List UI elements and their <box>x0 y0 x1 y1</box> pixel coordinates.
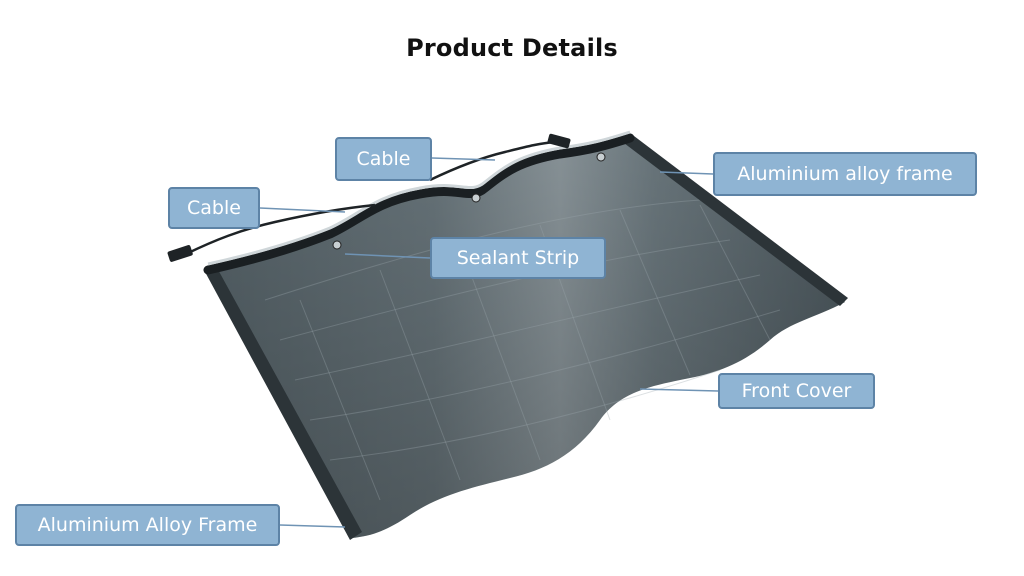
label-sealant-strip: Sealant Strip <box>430 237 606 279</box>
cable-top <box>429 140 557 182</box>
left-frame <box>204 266 362 540</box>
screw-dot <box>332 240 342 250</box>
label-cable-top: Cable <box>335 137 432 181</box>
cable-left <box>185 203 376 256</box>
leader-cable-left <box>259 207 346 213</box>
screw-dot <box>471 193 481 203</box>
leader-sealant <box>344 253 431 259</box>
screw-dot <box>596 152 606 162</box>
label-front-cover: Front Cover <box>718 373 875 409</box>
leader-alu-frame-bottom <box>279 524 346 528</box>
leader-cable-top <box>431 157 496 161</box>
leader-front-cover <box>639 388 719 392</box>
label-cable-left: Cable <box>168 187 260 229</box>
label-aluminium-frame-top: Aluminium alloy frame <box>713 152 977 196</box>
page-title: Product Details <box>406 34 618 62</box>
connector-top <box>547 133 571 149</box>
connector-left <box>167 245 193 262</box>
front-cover-shade <box>212 142 845 538</box>
leader-alu-frame <box>659 171 714 175</box>
label-aluminium-frame-bottom: Aluminium Alloy Frame <box>15 504 280 546</box>
right-frame <box>620 136 848 306</box>
sealant-strip-line <box>203 133 635 275</box>
